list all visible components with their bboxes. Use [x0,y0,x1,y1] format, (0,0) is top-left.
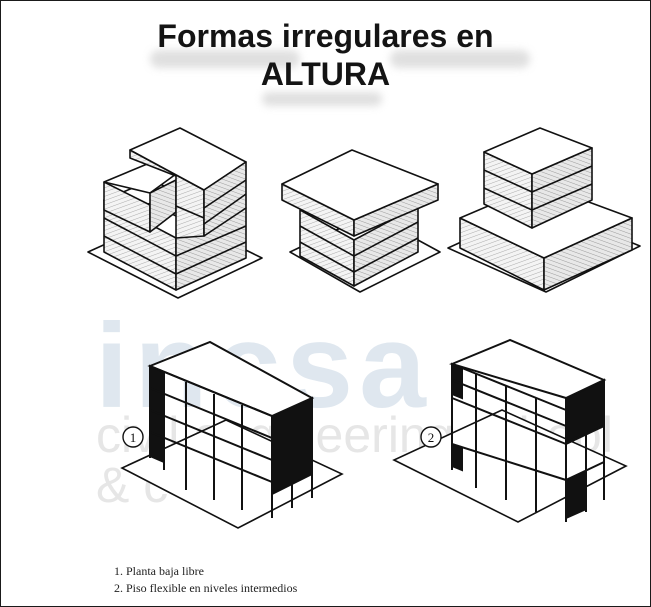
figure-number-1-circle [122,426,144,448]
blurred-text-bottom [262,92,382,106]
block-form-3 [447,127,641,293]
block-form-1 [87,127,263,299]
page-title-line1: Formas irregulares en [157,18,494,54]
frame-building-1 [120,340,344,529]
figure-number-2-circle [420,426,442,448]
caption-2: 2. Piso flexible en niveles intermedios [114,581,298,595]
block-form-2 [281,149,441,293]
page-title-line2: ALTURA [260,56,391,92]
frame-building-2 [392,338,628,523]
blurred-text-left [150,50,300,68]
figure-number-2: 2 [428,430,435,445]
blurred-text-right [390,50,530,68]
caption-1: 1. Planta baja libre [114,564,204,578]
figure-number-1: 1 [130,430,137,445]
